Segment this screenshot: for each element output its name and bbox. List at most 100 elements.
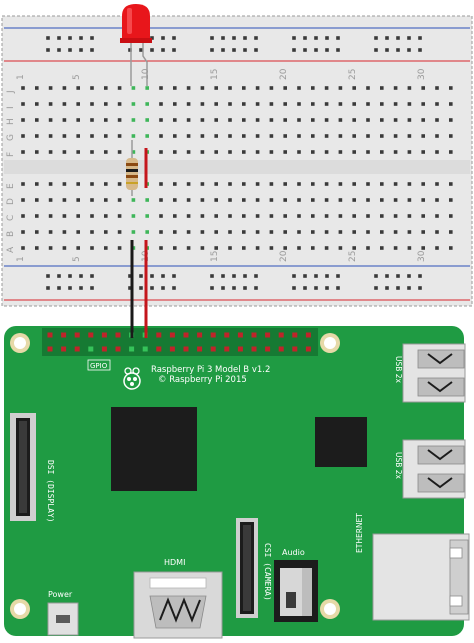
breadboard-hole (242, 182, 246, 186)
rail-hole (254, 48, 258, 52)
breadboard-hole (324, 118, 329, 122)
rail-hole (407, 286, 411, 290)
breadboard-hole (186, 118, 191, 122)
rail-hole (314, 36, 318, 40)
breadboard-hole (311, 102, 315, 106)
breadboard-hole (269, 230, 274, 234)
breadboard-hole (35, 198, 39, 202)
breadboard-hole (200, 182, 205, 186)
gpio-pin (115, 346, 121, 352)
gpio-pin (305, 346, 311, 352)
breadboard-hole (269, 102, 274, 106)
rail-hole (407, 48, 411, 52)
column-number-top: 1 (16, 74, 26, 80)
breadboard-hole (62, 246, 67, 250)
rail-hole (90, 36, 94, 40)
column-number-top: 15 (210, 69, 220, 80)
rail-hole (396, 36, 400, 40)
usb-contacts (427, 381, 453, 393)
rail-hole (150, 286, 154, 290)
connected-hole (145, 214, 149, 218)
rail-hole (221, 36, 225, 40)
breadboard-hole (48, 198, 53, 202)
breadboard-hole (421, 246, 425, 250)
resistor (126, 140, 138, 196)
breadboard-hole (48, 214, 53, 218)
breadboard-hole (366, 230, 370, 234)
breadboard-hole (366, 86, 370, 90)
breadboard-hole (352, 246, 356, 250)
dsi-label: DSI (DISPLAY) (46, 460, 55, 523)
usb-slot (417, 473, 465, 493)
rail-hole (172, 36, 176, 40)
breadboard-hole (324, 182, 329, 186)
breadboard-hole (297, 182, 301, 186)
breadboard-hole (352, 230, 356, 234)
hdmi-port-opening (149, 595, 207, 629)
power-label: Power (48, 590, 73, 599)
breadboard-hole (283, 150, 287, 154)
breadboard-hole (297, 214, 301, 218)
board-copyright: © Raspberry Pi 2015 (158, 375, 247, 385)
rail-hole (336, 286, 340, 290)
breadboard-hole (159, 230, 163, 234)
breadboard-hole (159, 214, 163, 218)
row-letter: E (6, 183, 16, 189)
rail-hole (79, 286, 83, 290)
breadboard-hole (90, 134, 94, 138)
gpio-pin (197, 332, 203, 338)
breadboard-hole (324, 150, 329, 154)
breadboard-hole (366, 134, 370, 138)
breadboard-hole (449, 198, 453, 202)
breadboard-hole (421, 214, 425, 218)
breadboard-hole (48, 246, 53, 250)
rail-hole (68, 36, 72, 40)
breadboard-hole (35, 102, 39, 106)
breadboard-hole (255, 150, 260, 154)
rail-hole (243, 274, 247, 278)
breadboard-hole (35, 86, 39, 90)
breadboard-hole (311, 86, 315, 90)
gpio-pin (237, 346, 243, 352)
breadboard-hole (76, 198, 80, 202)
connected-hole (145, 118, 149, 122)
rail-hole (385, 286, 389, 290)
breadboard-hole (338, 198, 343, 202)
breadboard-hole (76, 102, 80, 106)
gpio-pin (237, 332, 243, 338)
resistor-band (126, 182, 138, 184)
breadboard-hole (186, 150, 191, 154)
gpio-header (42, 328, 318, 356)
breadboard-hole (421, 198, 425, 202)
breadboard-hole (255, 134, 260, 138)
breadboard-hole (76, 150, 80, 154)
rail-hole (128, 286, 132, 290)
connected-hole (145, 198, 149, 202)
rail-hole (314, 274, 318, 278)
breadboard-hole (76, 134, 80, 138)
breadboard-hole (186, 134, 191, 138)
breadboard-hole (380, 118, 384, 122)
rail-hole (57, 36, 61, 40)
breadboard-hole (407, 214, 412, 218)
gpio-pin (210, 346, 216, 352)
breadboard-hole (311, 230, 315, 234)
breadboard-hole (117, 230, 122, 234)
rail-hole (254, 36, 258, 40)
gpio-pin (101, 346, 107, 352)
breadboard-hole (435, 230, 439, 234)
breadboard-hole (297, 198, 301, 202)
breadboard-hole (380, 134, 384, 138)
breadboard-hole (159, 182, 163, 186)
connected-hole (145, 230, 149, 234)
breadboard-hole (200, 246, 205, 250)
breadboard-hole (283, 102, 287, 106)
usb-slot (417, 349, 465, 369)
breadboard-hole (104, 198, 108, 202)
rail-hole (325, 48, 329, 52)
breadboard-hole (228, 182, 232, 186)
breadboard-hole (435, 86, 439, 90)
breadboard-hole (159, 134, 163, 138)
breadboard-hole (352, 150, 356, 154)
